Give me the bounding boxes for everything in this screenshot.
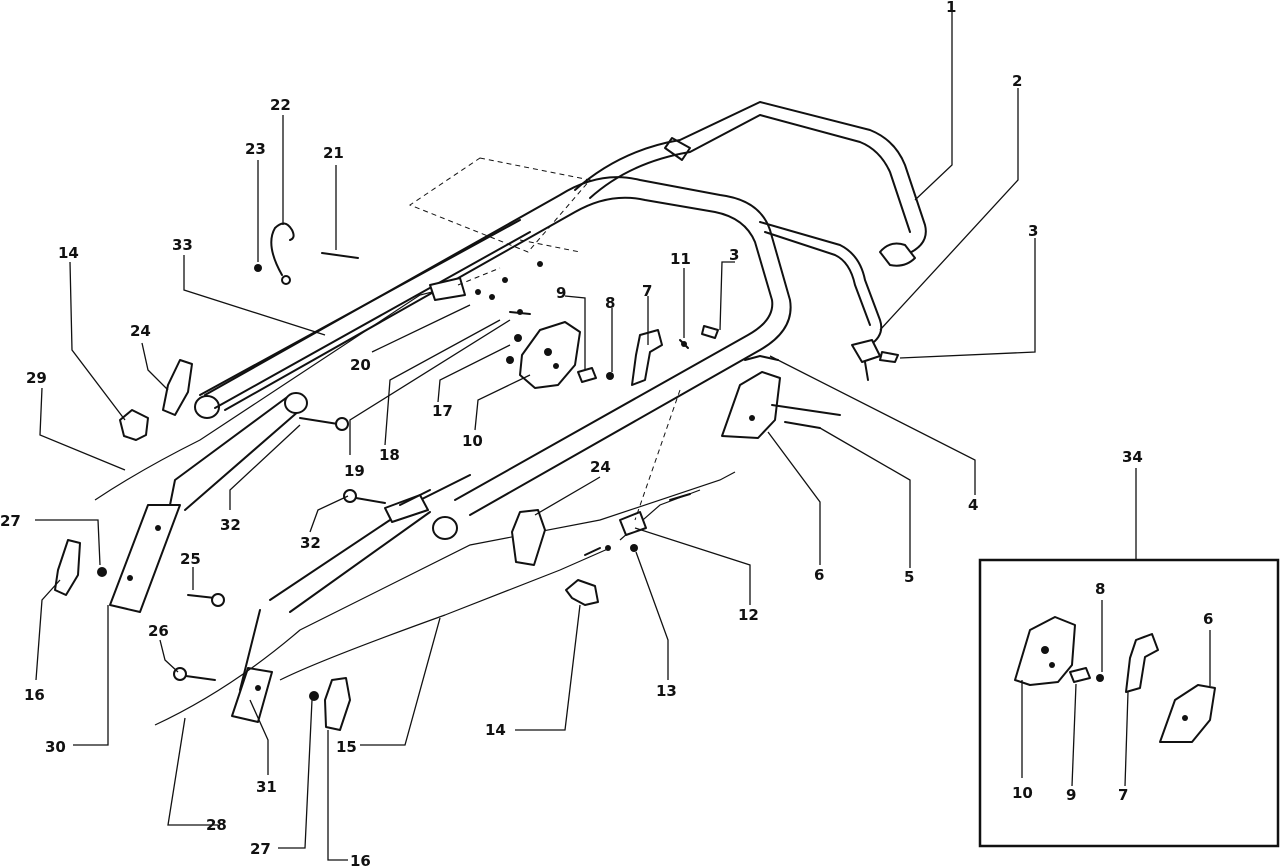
leader-lines [35,12,1137,861]
callout-25: 25 [180,550,201,568]
handle-tubes [109,101,927,723]
hardware [54,222,899,731]
callout-22: 22 [270,96,291,114]
callout-26: 26 [148,622,169,640]
callout-15: 15 [336,738,357,756]
callout-34: 34 [1122,448,1143,466]
callout-32: 32 [300,534,321,552]
inset-callout-8: 8 [1095,580,1105,598]
inset-box-34 [978,558,1280,848]
inset-callout-10: 10 [1012,784,1033,802]
callout-19: 19 [344,462,365,480]
callout-17: 17 [432,402,453,420]
assembly-lines [408,157,681,521]
callout-14: 14 [485,721,506,739]
callout-27: 27 [250,840,271,858]
inset-callout-6: 6 [1203,610,1213,628]
inset-callout-9: 9 [1066,786,1076,804]
callout-6: 6 [814,566,824,584]
callout-3: 3 [729,246,739,264]
callout-16: 16 [24,686,45,704]
callout-18: 18 [379,446,400,464]
callout-5: 5 [904,568,914,586]
callout-21: 21 [323,144,344,162]
callout-2: 2 [1012,72,1022,90]
callout-11: 11 [670,250,691,268]
callout-28: 28 [206,816,227,834]
callout-10: 10 [462,432,483,450]
callout-8: 8 [605,294,615,312]
callout-7: 7 [642,282,652,300]
callout-4: 4 [968,496,978,514]
callout-labels: 1 2 3 3 4 5 6 7 8 9 10 11 12 13 14 14 15… [0,0,1213,868]
callout-32: 32 [220,516,241,534]
callout-30: 30 [45,738,66,756]
callout-33: 33 [172,236,193,254]
callout-12: 12 [738,606,759,624]
callout-31: 31 [256,778,277,796]
inset-callout-7: 7 [1118,786,1128,804]
callout-9: 9 [556,284,566,302]
callout-29: 29 [26,369,47,387]
cables [94,284,736,726]
callout-24: 24 [590,458,611,476]
callout-13: 13 [656,682,677,700]
callout-23: 23 [245,140,266,158]
callout-16: 16 [350,852,371,868]
callout-27: 27 [0,512,21,530]
callout-14: 14 [58,244,79,262]
callout-20: 20 [350,356,371,374]
callout-3: 3 [1028,222,1038,240]
callout-24: 24 [130,322,151,340]
callout-1: 1 [946,0,956,16]
